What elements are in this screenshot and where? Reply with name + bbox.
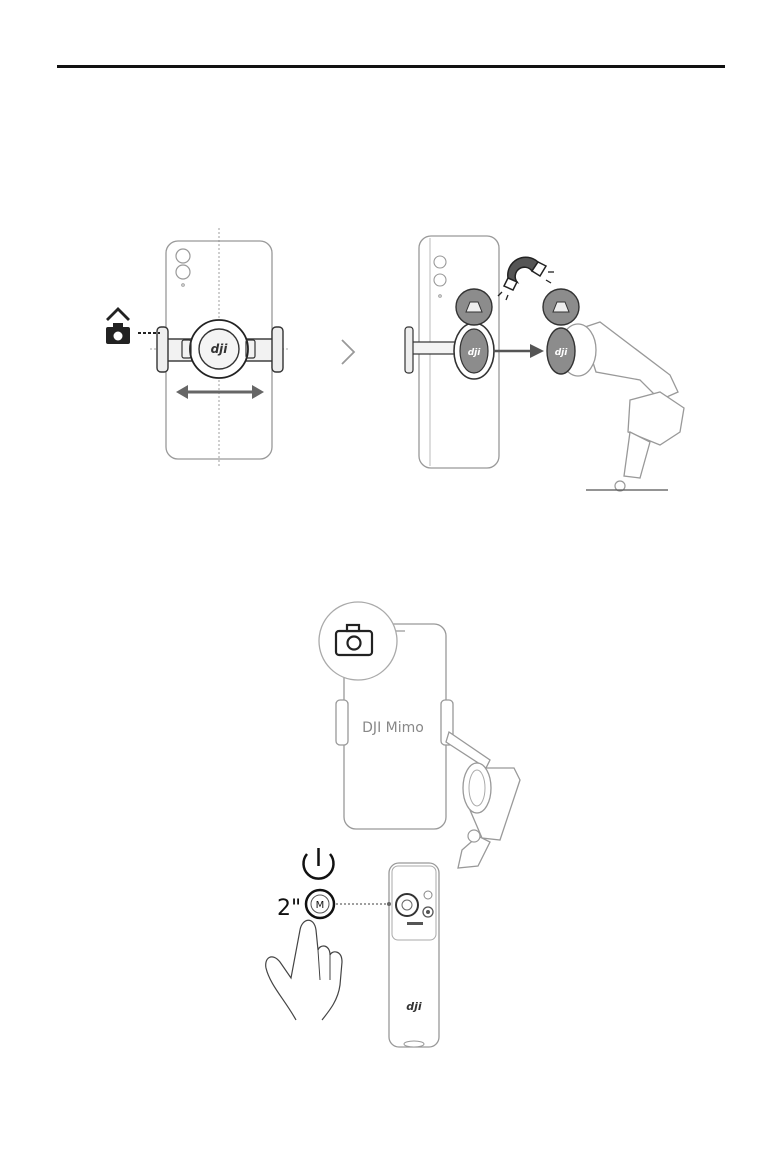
- dji-logo: dji: [406, 1000, 422, 1013]
- dji-logo: dji: [555, 348, 569, 358]
- chevron-right-icon: [342, 340, 354, 364]
- camera-up-icon: [106, 309, 160, 344]
- camera-icon: [319, 602, 397, 680]
- app-name: DJI Mimo: [362, 720, 424, 736]
- figure-power-on: DJI Mimo dji M 2": [0, 560, 782, 1100]
- dji-logo: dji: [211, 342, 229, 356]
- arrow-right-icon: [494, 344, 544, 358]
- mode-button-label: M: [316, 900, 325, 911]
- mode-button[interactable]: M: [306, 890, 334, 918]
- magnet-icon: [498, 257, 554, 300]
- power-icon: [304, 848, 334, 879]
- hand-press-icon: [266, 920, 342, 1020]
- gimbal-handle: dji: [389, 863, 439, 1047]
- gimbal-arm: [446, 732, 520, 868]
- figure-phone-clamp-attach: dji dji: [0, 0, 782, 520]
- hold-duration: 2": [277, 896, 301, 921]
- dji-logo: dji: [468, 348, 482, 358]
- gimbal-arm-right: dji: [543, 289, 684, 491]
